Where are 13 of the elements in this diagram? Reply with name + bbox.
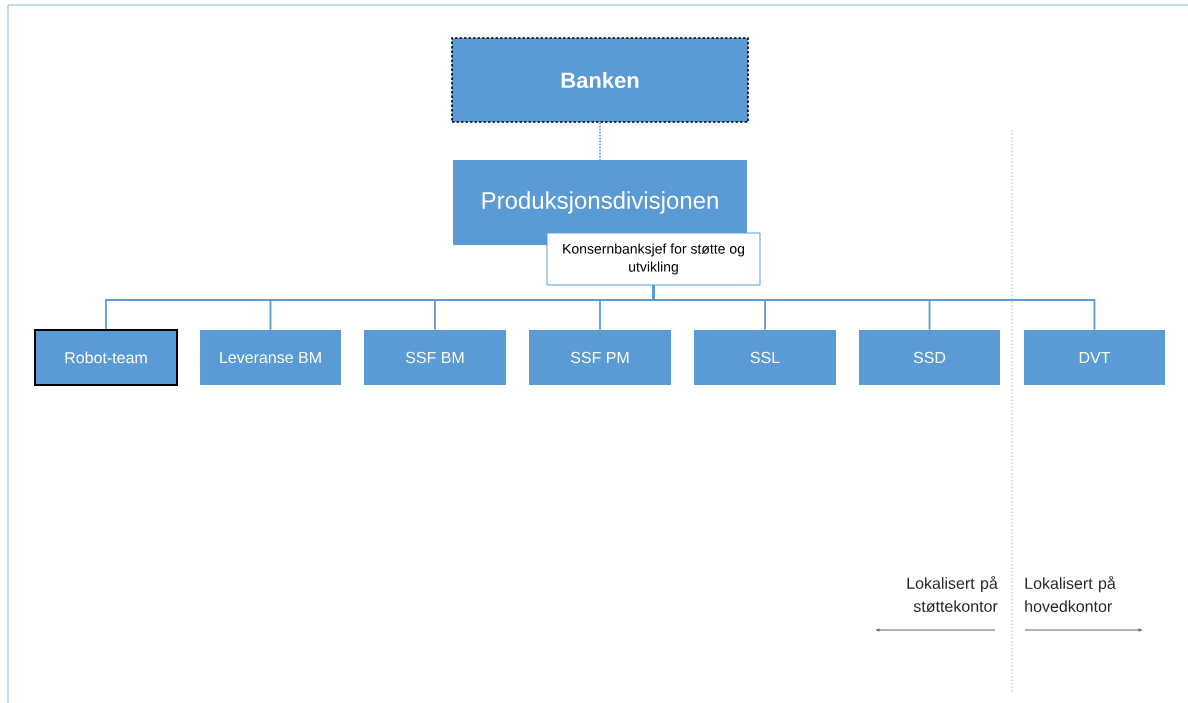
- connector-line: [652, 284, 1096, 331]
- unit-box: SSF BM: [364, 330, 506, 385]
- location-note: Lokalisert på støttekontor: [907, 575, 998, 613]
- unit-box: Leveranse BM: [200, 330, 341, 385]
- manager-box: Konsernbanksjef for støtte og utvikling: [546, 232, 761, 286]
- unit-box: SSD: [859, 330, 1000, 385]
- location-note: Lokalisert på hovedkontor: [1025, 575, 1116, 612]
- unit-box: SSF PM: [529, 330, 671, 385]
- unit-box: SSL: [694, 330, 836, 385]
- title-box: Banken: [451, 37, 749, 123]
- connector-line: [599, 121, 601, 161]
- team-box: Robot-team: [34, 329, 178, 386]
- unit-box: DVT: [1024, 330, 1165, 385]
